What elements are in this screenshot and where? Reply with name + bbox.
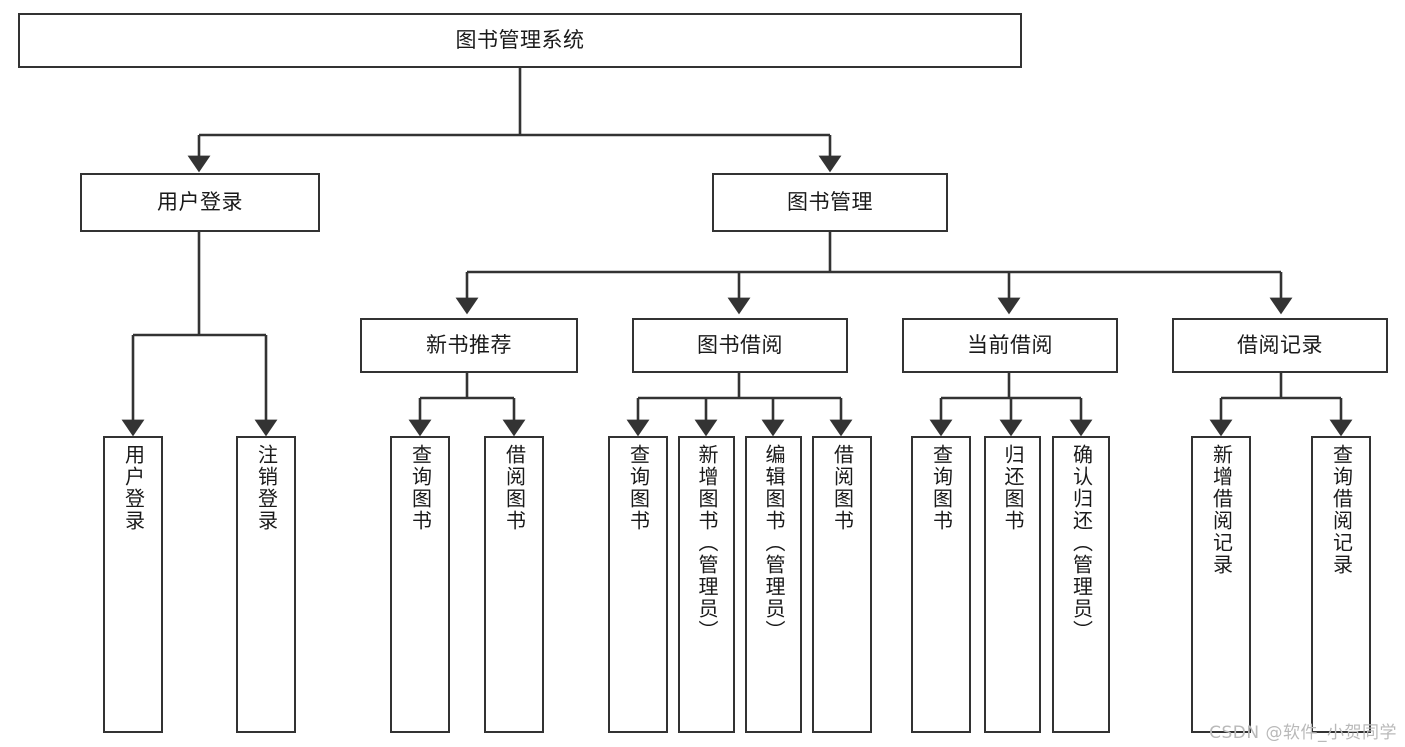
leaf-book-borrow-borrow[interactable]: 借阅图书 bbox=[812, 436, 872, 733]
leaf-user-login-logout[interactable]: 注销登录 bbox=[236, 436, 296, 733]
node-label: 借阅图书 bbox=[830, 444, 855, 532]
node-label: 图书管理系统 bbox=[455, 28, 585, 53]
node-label: 确认归还（管理员） bbox=[1069, 444, 1094, 642]
node-label: 借阅记录 bbox=[1237, 333, 1323, 358]
node-label: 新书推荐 bbox=[426, 333, 512, 358]
node-root-book-management-system[interactable]: 图书管理系统 bbox=[18, 13, 1022, 68]
node-label: 当前借阅 bbox=[967, 333, 1053, 358]
node-new-book-recommend[interactable]: 新书推荐 bbox=[360, 318, 578, 373]
leaf-new-book-borrow[interactable]: 借阅图书 bbox=[484, 436, 544, 733]
node-user-login[interactable]: 用户登录 bbox=[80, 173, 320, 232]
leaf-book-borrow-query[interactable]: 查询图书 bbox=[608, 436, 668, 733]
leaf-user-login-login[interactable]: 用户登录 bbox=[103, 436, 163, 733]
node-label: 用户登录 bbox=[157, 190, 243, 215]
leaf-borrow-record-add[interactable]: 新增借阅记录 bbox=[1191, 436, 1251, 733]
leaf-borrow-record-query[interactable]: 查询借阅记录 bbox=[1311, 436, 1371, 733]
csdn-watermark: CSDN @软件_小贺同学 bbox=[1209, 723, 1397, 743]
node-label: 归还图书 bbox=[1001, 444, 1025, 532]
node-label: 注销登录 bbox=[254, 444, 279, 532]
node-label: 新增借阅记录 bbox=[1209, 444, 1234, 576]
node-label: 借阅图书 bbox=[502, 444, 527, 532]
leaf-new-book-query[interactable]: 查询图书 bbox=[390, 436, 450, 733]
leaf-current-borrow-return[interactable]: 归还图书 bbox=[984, 436, 1041, 733]
node-label: 图书借阅 bbox=[697, 333, 783, 358]
node-book-management[interactable]: 图书管理 bbox=[712, 173, 948, 232]
node-borrow-record[interactable]: 借阅记录 bbox=[1172, 318, 1388, 373]
node-current-borrow[interactable]: 当前借阅 bbox=[902, 318, 1118, 373]
node-label: 图书管理 bbox=[787, 190, 873, 215]
leaf-book-borrow-add[interactable]: 新增图书（管理员） bbox=[678, 436, 735, 733]
leaf-current-borrow-confirm-return[interactable]: 确认归还（管理员） bbox=[1052, 436, 1110, 733]
leaf-current-borrow-query[interactable]: 查询图书 bbox=[911, 436, 971, 733]
node-label: 查询图书 bbox=[626, 444, 651, 532]
node-label: 查询借阅记录 bbox=[1329, 444, 1354, 576]
leaf-book-borrow-edit[interactable]: 编辑图书（管理员） bbox=[745, 436, 802, 733]
node-label: 用户登录 bbox=[121, 444, 146, 532]
node-label: 查询图书 bbox=[929, 444, 954, 532]
node-label: 编辑图书（管理员） bbox=[762, 444, 786, 642]
node-label: 新增图书（管理员） bbox=[695, 444, 719, 642]
node-book-borrow[interactable]: 图书借阅 bbox=[632, 318, 848, 373]
node-label: 查询图书 bbox=[408, 444, 433, 532]
